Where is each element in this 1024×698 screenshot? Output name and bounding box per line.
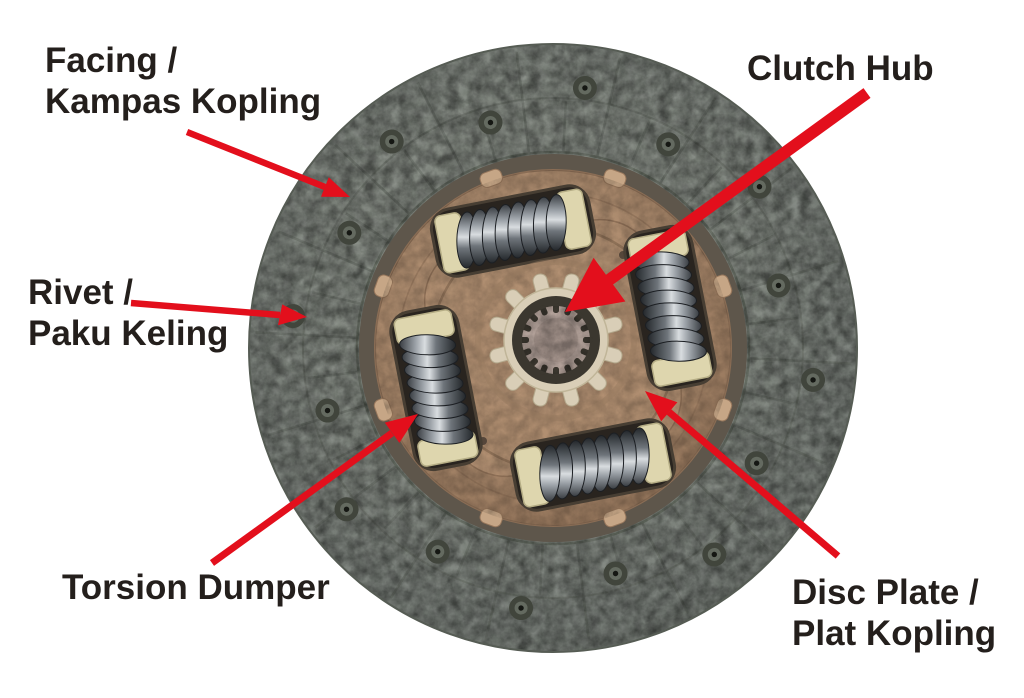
clutch-hub-label: Clutch Hub <box>747 48 934 89</box>
rivet-arrow <box>130 299 307 326</box>
facing-label-line2: Kampas Kopling <box>45 82 322 121</box>
facing-label: Facing / Kampas Kopling <box>45 40 321 122</box>
facing-arrow <box>185 128 350 197</box>
torsion-damper-label-line1: Torsion Dumper <box>62 568 330 607</box>
torsion-damper-label: Torsion Dumper <box>62 567 330 608</box>
clutch-hub-label-line1: Clutch Hub <box>747 49 934 88</box>
disc-plate-label: Disc Plate / Plat Kopling <box>792 572 996 654</box>
facing-label-line1: Facing / <box>45 41 178 80</box>
torsion-spring-top <box>429 184 597 278</box>
clutch-hub-arrow <box>565 88 871 312</box>
rivet-label-line2: Paku Keling <box>28 314 229 353</box>
disc-plate-label-line2: Plat Kopling <box>792 614 997 653</box>
torsion-damper-arrow <box>209 414 418 566</box>
disc-plate-label-line1: Disc Plate / <box>792 573 979 612</box>
clutch-hub-part <box>475 259 637 421</box>
rivet-label-line1: Rivet / <box>28 273 134 312</box>
rivet-label: Rivet / Paku Keling <box>28 272 228 354</box>
disc-plate-arrow <box>645 391 841 559</box>
